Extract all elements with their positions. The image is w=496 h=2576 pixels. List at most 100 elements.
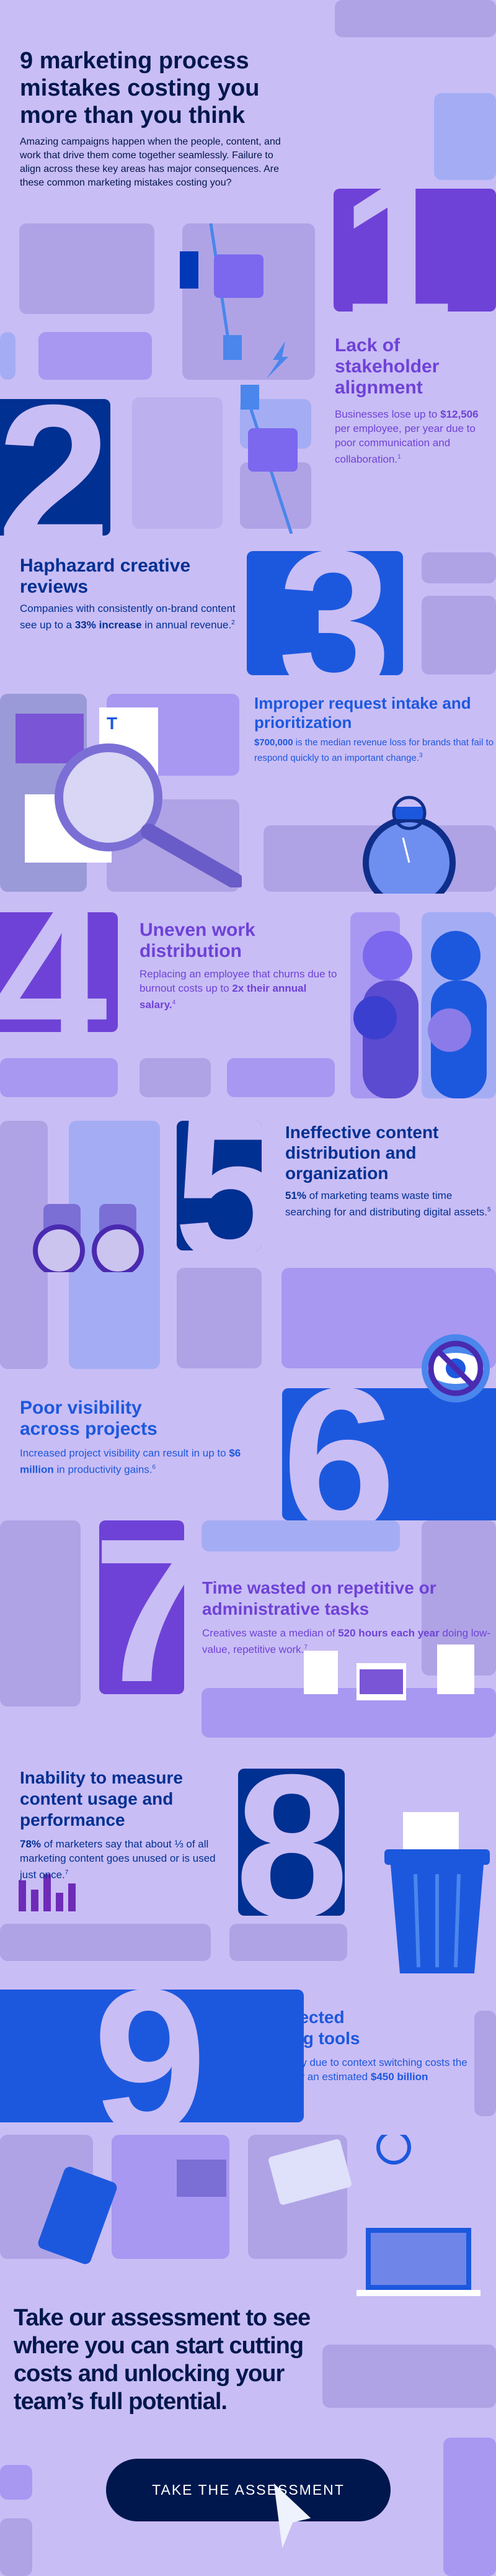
plug-icon [180, 223, 298, 534]
section-body: Companies with consistently on-brand con… [20, 601, 243, 632]
body-highlight: $6 million [20, 1447, 241, 1476]
decor-box [132, 397, 223, 529]
body-highlight: 33% increase [74, 619, 142, 631]
section-title: Haphazard creative reviews [20, 555, 191, 597]
body-text: Creatives waste a median of [202, 1627, 339, 1639]
decor-box [422, 552, 496, 583]
devices-icon [38, 2135, 480, 2296]
take-assessment-button[interactable]: TAKE THE ASSESSMENT [106, 2459, 391, 2521]
numeral: 4 [0, 912, 108, 1032]
decor-box [0, 2465, 32, 2500]
body-text: doing low-value, repetitive work. [202, 1627, 490, 1656]
footnote-ref: 7 [304, 1644, 308, 1651]
section-body: Increased project visibility can result … [20, 1446, 268, 1477]
body-highlight: $700,000 [254, 737, 293, 748]
section-3: Improper request intake and prioritizati… [254, 694, 496, 765]
cta-text: Take our assessment to see where you can… [14, 2305, 311, 2415]
section-4: Uneven work distribution Replacing an em… [140, 920, 344, 1012]
eye-slash-icon [422, 1334, 490, 1402]
decor-box [202, 1520, 400, 1551]
decor-box [202, 1688, 496, 1738]
body-text: in annual revenue. [141, 619, 232, 631]
decor-box [434, 93, 496, 180]
numeral: 3 [278, 551, 392, 675]
numeral: 8 [238, 1769, 345, 1916]
body-highlight: $450 billion [370, 2071, 428, 2083]
section-9: Disconnected marketing tools Lost produc… [231, 2007, 472, 2101]
body-text: Companies with consistently on-brand con… [20, 603, 236, 631]
trash-icon [384, 1812, 490, 1973]
numeral-block-4: 4 [0, 912, 118, 1032]
decor-box [182, 223, 315, 380]
section-6: Poor visibility across projects Increase… [20, 1398, 268, 1477]
decor-box [335, 0, 496, 37]
magnifier-icon: T [16, 707, 242, 887]
section-7: Time wasted on repetitive or administrat… [202, 1577, 494, 1657]
body-highlight: 520 hours each year [338, 1627, 440, 1639]
section-1: Lack of stakeholder alignment Businesses… [335, 335, 490, 467]
numeral-block-7: 7 [99, 1520, 184, 1694]
decor-box [38, 332, 152, 380]
body-text: in productivity gains. [53, 1463, 153, 1476]
section-8: Inability to measure content usage and p… [20, 1767, 234, 1882]
section-title: Time wasted on repetitive or administrat… [202, 1578, 436, 1618]
footnote-ref: 2 [231, 619, 235, 626]
numeral: 1 [340, 189, 454, 312]
decor-box [240, 462, 311, 529]
footnote-ref: 3 [419, 752, 423, 759]
numeral-block-9: 9 [0, 1990, 304, 2122]
footnote-ref: 6 [152, 1464, 156, 1471]
decor-box [422, 596, 496, 675]
section-title: Inability to measure content usage and p… [20, 1768, 183, 1829]
numeral-block-6: 6 [282, 1388, 496, 1520]
decor-box [474, 2011, 496, 2116]
footnote-ref: 7 [64, 1869, 69, 1876]
section-body: Creatives waste a median of 520 hours ea… [202, 1626, 494, 1657]
body-text: is the median revenue loss for brands th… [254, 737, 494, 763]
decor-box [0, 332, 16, 380]
decor-box [227, 1058, 335, 1097]
body-highlight: 78% [20, 1838, 42, 1850]
binoculars-icon [33, 1204, 144, 1272]
section-body: $700,000 is the median revenue loss for … [254, 736, 496, 765]
numeral: 6 [282, 1388, 396, 1520]
section-title: Poor visibility across projects [20, 1398, 157, 1439]
body-highlight: 51% [285, 1190, 307, 1201]
numeral: 2 [0, 399, 110, 536]
body-highlight: 2x their annual salary. [140, 982, 307, 1011]
decor-box [0, 1058, 118, 1097]
decor-box [322, 2345, 496, 2408]
section-title: Ineffective content distribution and org… [285, 1123, 439, 1183]
section-body: Businesses lose up to $12,506 per employ… [335, 407, 490, 467]
decor-box [19, 223, 154, 314]
footnote-ref: 8 [272, 2088, 276, 2094]
stopwatch-icon [363, 796, 456, 894]
decor-box [229, 1924, 347, 1961]
section-body: 78% of marketers say that about ⅓ of all… [20, 1837, 234, 1882]
decor-box [0, 1520, 81, 1707]
body-text: annually. [231, 2087, 272, 2099]
section-title: Lack of stakeholder alignment [335, 335, 440, 398]
cursor-icon [273, 2483, 311, 2549]
numeral-block-8: 8 [238, 1769, 345, 1916]
decor-box [140, 1058, 211, 1097]
numeral: 9 [93, 1990, 207, 2122]
documents-icon [304, 1645, 474, 1700]
section-5: Ineffective content distribution and org… [285, 1122, 493, 1219]
decor-box [0, 2518, 32, 2576]
section-2: Haphazard creative reviews Companies wit… [20, 555, 243, 632]
body-text: Increased project visibility can result … [20, 1447, 229, 1459]
footnote-ref: 5 [487, 1206, 491, 1213]
body-text: Businesses lose up to [335, 408, 441, 420]
numeral: 7 [99, 1520, 184, 1694]
bar-chart-icon [19, 1874, 76, 1911]
decor-box [177, 1268, 262, 1368]
body-text: Lost productivity due to context switchi… [231, 2057, 467, 2083]
numeral-block-3: 3 [247, 551, 403, 675]
numeral-block-5: 5 [177, 1121, 262, 1250]
section-body: 51% of marketing teams waste time search… [285, 1188, 493, 1219]
page-title: 9 marketing process mistakes costing you… [20, 48, 260, 128]
section-body: Lost productivity due to context switchi… [231, 2055, 472, 2101]
body-text: of marketers say that about ⅓ of all mar… [20, 1838, 216, 1881]
section-title: Improper request intake and prioritizati… [254, 694, 471, 732]
